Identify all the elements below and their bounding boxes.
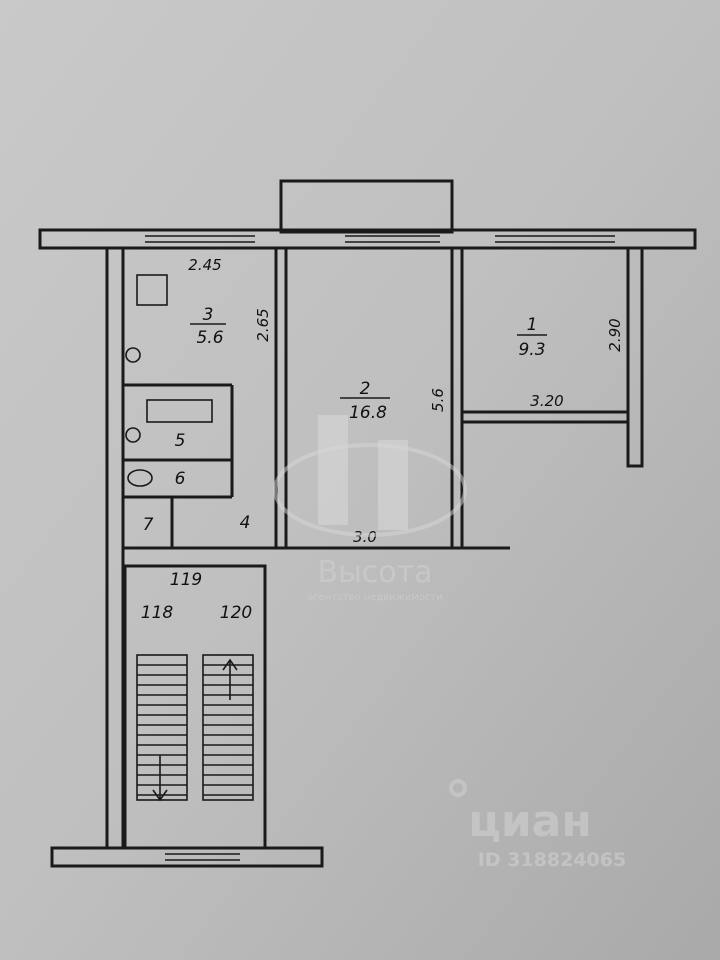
toilet-icon [127, 469, 153, 487]
stair-flight [136, 654, 188, 801]
cian-watermark: циан ID 318824065 [449, 779, 626, 871]
room-5-number: 5 [175, 431, 186, 451]
room-6-number: 6 [175, 469, 186, 489]
dim-room3-depth: 2.65 [254, 308, 272, 341]
room-3-area: 5.6 [196, 328, 223, 348]
apartment-119-label: 119 [170, 570, 202, 590]
sink-icon [125, 347, 141, 363]
room-2-number: 2 [360, 379, 371, 399]
stair-flight [202, 654, 254, 801]
room-4-number: 4 [240, 513, 251, 533]
room-2-area: 16.8 [349, 403, 387, 423]
exterior-walls [38, 228, 697, 868]
dim-room3-width: 2.45 [188, 256, 221, 274]
dim-room1-depth: 2.90 [606, 318, 624, 351]
dim-room1-width: 3.20 [530, 392, 563, 410]
agency-name: Высота [318, 555, 433, 590]
agency-watermark: Высота агентство недвижимости [273, 415, 467, 603]
dim-room2-width: 3.0 [353, 528, 377, 546]
stove-icon [136, 274, 168, 306]
room-1-number: 1 [527, 315, 538, 335]
staircase [136, 654, 254, 801]
agency-subtitle: агентство недвижимости [307, 592, 442, 603]
washbasin-icon [125, 427, 141, 443]
bathtub-icon [146, 399, 213, 423]
apartment-120-label: 120 [220, 603, 252, 623]
listing-id: ID 318824065 [478, 849, 626, 871]
interior-walls [123, 246, 628, 850]
cian-logo-text: циан [468, 796, 592, 847]
balcony [279, 179, 454, 234]
location-pin-icon [449, 779, 467, 797]
room-1-area: 9.3 [518, 340, 545, 360]
dim-room2-depth: 5.6 [429, 388, 447, 412]
apartment-118-label: 118 [141, 603, 174, 623]
room-3-number: 3 [203, 305, 214, 325]
room-7-number: 7 [143, 515, 154, 535]
